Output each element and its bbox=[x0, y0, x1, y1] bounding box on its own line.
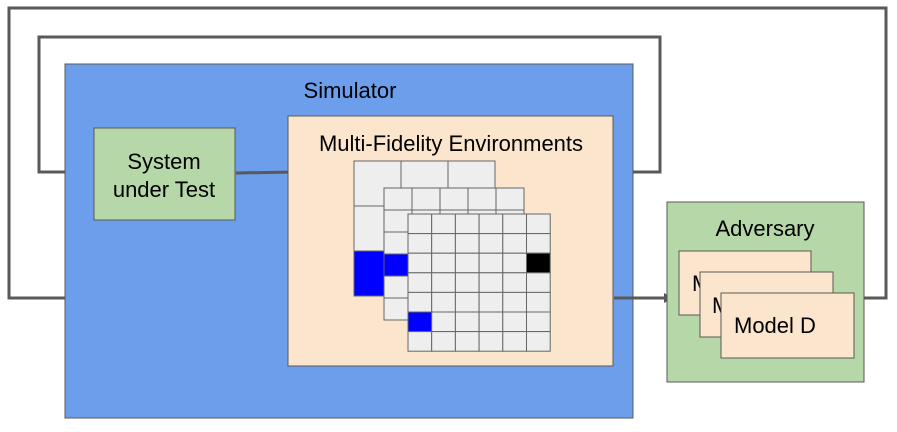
grid-cell-black bbox=[526, 252, 551, 274]
model-card-front bbox=[720, 292, 855, 359]
grid-cell bbox=[467, 187, 497, 211]
sut-label-line1: System bbox=[127, 149, 200, 174]
grid-cell bbox=[502, 233, 527, 254]
grid-cell bbox=[502, 291, 527, 313]
grid-cell bbox=[407, 233, 433, 254]
grid-cell bbox=[526, 291, 551, 313]
grid-cell bbox=[526, 311, 551, 333]
grid-cell bbox=[431, 213, 456, 235]
grid-cell bbox=[478, 252, 504, 274]
model-card-front-label: Model D bbox=[734, 313, 816, 338]
grid-cell bbox=[407, 291, 433, 313]
grid-cell bbox=[526, 233, 551, 254]
simulator-label: Simulator bbox=[304, 78, 397, 103]
grid-cell bbox=[526, 331, 551, 352]
grid-cell bbox=[478, 311, 504, 333]
grid-cell bbox=[407, 331, 433, 352]
grid-cell bbox=[431, 252, 456, 274]
grid-cell bbox=[454, 311, 480, 333]
grid-cell bbox=[454, 252, 480, 274]
system-under-test-box bbox=[93, 127, 236, 221]
grid-cell bbox=[407, 272, 433, 293]
grid-cell bbox=[454, 331, 480, 352]
grid-cell bbox=[431, 331, 456, 352]
grid-cell bbox=[431, 233, 456, 254]
grid-cell bbox=[454, 291, 480, 313]
grid-cell bbox=[407, 213, 433, 235]
inner-feedback-line bbox=[37, 35, 662, 177]
grid-cell bbox=[526, 213, 551, 235]
grid-cell bbox=[502, 311, 527, 333]
grid-cell bbox=[431, 311, 456, 333]
grid-cell bbox=[454, 213, 480, 235]
grid-cell bbox=[502, 331, 527, 352]
grid-cell bbox=[478, 233, 504, 254]
grid-cell bbox=[502, 252, 527, 274]
grid-cell bbox=[411, 187, 441, 211]
grid-cell bbox=[454, 272, 480, 293]
grid-cell bbox=[495, 187, 525, 211]
grid-cell bbox=[526, 272, 551, 293]
grid-layer-fine bbox=[407, 213, 551, 352]
grid-cell bbox=[478, 272, 504, 293]
grid-cell bbox=[478, 213, 504, 235]
sut-label-line2: under Test bbox=[113, 177, 215, 202]
adversary-label: Adversary bbox=[715, 216, 814, 241]
grid-cell-blue bbox=[407, 311, 433, 333]
grid-cell bbox=[454, 233, 480, 254]
grid-cell bbox=[502, 272, 527, 293]
grid-cell bbox=[439, 187, 469, 211]
grid-cell bbox=[502, 213, 527, 235]
grid-cell bbox=[431, 272, 456, 293]
grid-cell bbox=[478, 331, 504, 352]
grid-cell bbox=[478, 291, 504, 313]
grid-cell bbox=[383, 187, 413, 211]
grid-cell bbox=[407, 252, 433, 274]
grid-cell bbox=[431, 291, 456, 313]
environments-label: Multi-Fidelity Environments bbox=[319, 131, 583, 156]
outer-feedback-line bbox=[7, 6, 888, 303]
sut-to-env-arrow bbox=[235, 167, 298, 178]
